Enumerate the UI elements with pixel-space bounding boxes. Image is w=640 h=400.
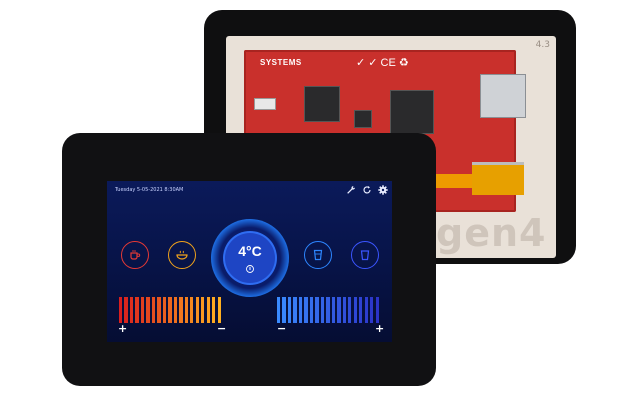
level-bar[interactable] <box>151 297 156 323</box>
graphics-chip <box>390 90 434 134</box>
level-bar[interactable] <box>162 297 167 323</box>
sd-card-slot <box>480 74 526 118</box>
level-bar[interactable] <box>304 297 308 323</box>
level-bar[interactable] <box>135 297 139 323</box>
level-bar[interactable] <box>173 297 178 323</box>
level-bar[interactable] <box>282 297 286 323</box>
level-bar[interactable] <box>277 297 281 323</box>
level-bar[interactable] <box>201 297 205 323</box>
wrench-icon[interactable] <box>346 185 356 195</box>
cup-button[interactable] <box>351 241 379 269</box>
level-bar[interactable] <box>184 297 188 323</box>
gear-icon[interactable] <box>378 185 388 195</box>
level-bar[interactable] <box>129 297 134 323</box>
level-bar[interactable] <box>337 297 341 323</box>
level-bar[interactable] <box>212 297 216 323</box>
engraved-brand: gen4 <box>436 211 547 255</box>
level-bar[interactable] <box>309 297 314 323</box>
level-bar[interactable] <box>298 297 303 323</box>
heat-decrease-button[interactable]: − <box>217 322 227 335</box>
level-bar[interactable] <box>140 297 145 323</box>
level-bar[interactable] <box>331 297 336 323</box>
size-label: 4.3 <box>535 40 550 50</box>
soup-bowl-button[interactable] <box>168 241 196 269</box>
cool-increase-button[interactable]: + <box>375 322 385 335</box>
coffee-cup-icon <box>130 250 141 260</box>
level-bar[interactable] <box>190 297 194 323</box>
processor-chip <box>304 86 340 122</box>
temperature-dial[interactable]: 4°C <box>211 219 289 297</box>
cool-level-bars[interactable] <box>277 297 379 323</box>
level-bar[interactable] <box>315 297 319 323</box>
pcb-board: SYSTEMS ✓ ✓ CE ♻ <box>244 50 526 212</box>
certification-marks: ✓ ✓ CE ♻ <box>356 57 409 69</box>
level-bar[interactable] <box>179 297 183 323</box>
level-bar[interactable] <box>206 297 210 323</box>
heat-increase-button[interactable]: + <box>118 322 128 335</box>
coffee-cup-button[interactable] <box>121 241 149 269</box>
level-bar[interactable] <box>287 297 292 323</box>
cool-decrease-button[interactable]: − <box>277 322 287 335</box>
level-bar[interactable] <box>342 297 346 323</box>
level-bar[interactable] <box>195 297 199 323</box>
level-bar[interactable] <box>320 297 325 323</box>
refresh-icon[interactable] <box>362 185 372 195</box>
level-bar[interactable] <box>370 297 374 323</box>
datetime-label: Tuesday 5-05-2021 8:30AM <box>115 187 184 193</box>
cup-icon <box>360 250 370 261</box>
level-bar[interactable] <box>168 297 172 323</box>
level-bar[interactable] <box>375 297 379 323</box>
level-bar[interactable] <box>326 297 330 323</box>
level-bar[interactable] <box>146 297 150 323</box>
temperature-value: 4°C <box>238 243 262 259</box>
front-display-module: Tuesday 5-05-2021 8:30AM <box>62 133 436 386</box>
level-bar[interactable] <box>364 297 368 323</box>
small-chip <box>354 110 372 128</box>
glass-button[interactable] <box>304 241 332 269</box>
soup-bowl-icon <box>176 250 188 260</box>
touch-screen: Tuesday 5-05-2021 8:30AM <box>107 181 392 342</box>
level-bar[interactable] <box>124 297 128 323</box>
level-bar[interactable] <box>119 297 123 323</box>
level-bar[interactable] <box>293 297 297 323</box>
heat-level-bars[interactable] <box>119 297 221 323</box>
pcb-brand-label: SYSTEMS <box>260 58 302 67</box>
temperature-display: 4°C <box>225 233 275 283</box>
level-bar[interactable] <box>348 297 352 323</box>
header-connector <box>254 98 276 110</box>
fpc-connector <box>472 162 524 195</box>
glass-icon <box>313 249 323 261</box>
touch-icon <box>246 265 254 273</box>
level-bar[interactable] <box>353 297 357 323</box>
level-bar[interactable] <box>217 297 221 323</box>
level-bar[interactable] <box>359 297 363 323</box>
level-bar[interactable] <box>157 297 161 323</box>
top-icon-bar <box>346 185 388 195</box>
